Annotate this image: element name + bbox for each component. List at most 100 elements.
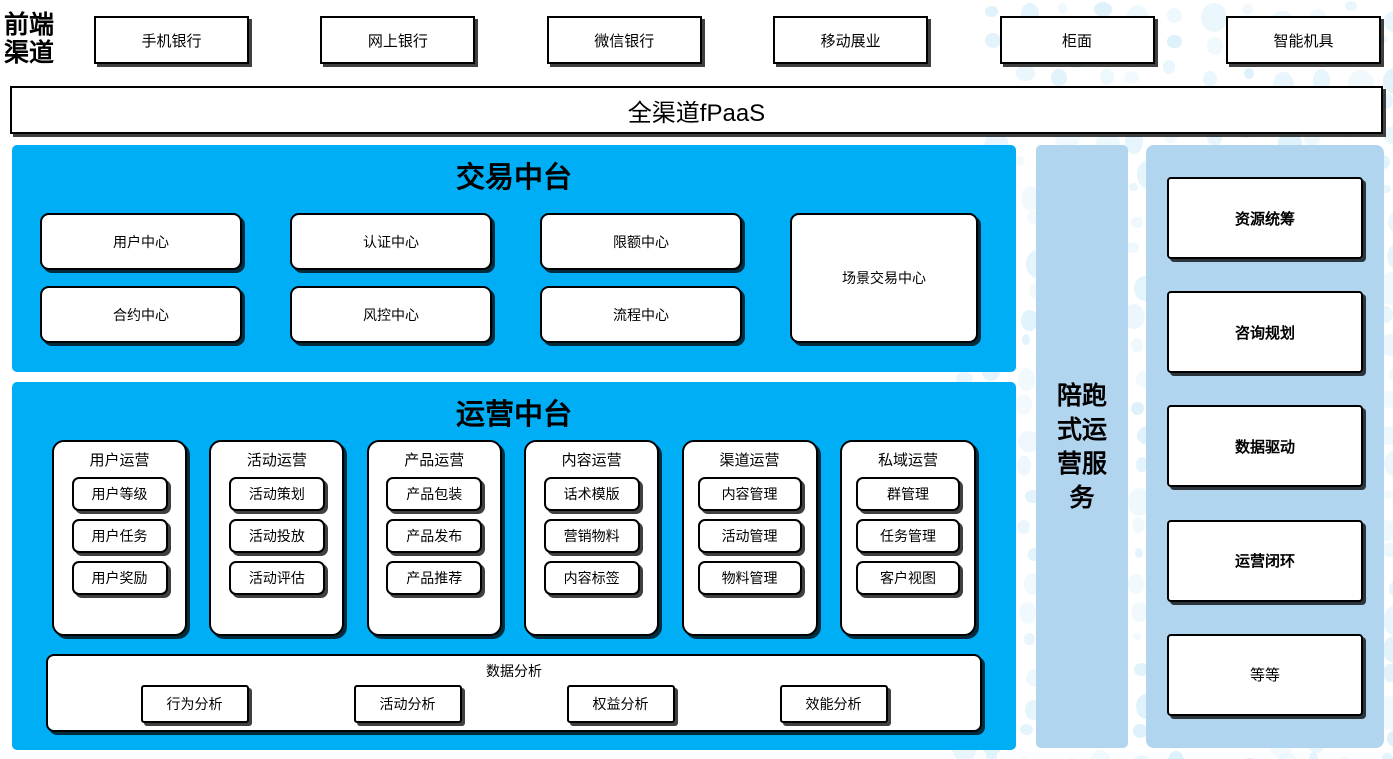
ops-item-label: 活动评估 xyxy=(248,570,305,586)
ops-item[interactable]: 任务管理 xyxy=(855,519,960,553)
value-box-label: 数据驱动 xyxy=(1234,438,1295,456)
fpaas-bar[interactable]: 全渠道fPaaS xyxy=(10,86,1383,134)
channel-box-3[interactable]: 微信银行 xyxy=(546,16,702,64)
data-analysis-item[interactable]: 活动分析 xyxy=(353,685,462,723)
service-column-line: 式运 xyxy=(1056,415,1107,444)
ops-item-list: 用户等级用户任务用户奖励 xyxy=(71,477,168,595)
data-analysis-item-label: 行为分析 xyxy=(166,696,223,712)
value-box-2[interactable]: 咨询规划 xyxy=(1167,291,1363,374)
ops-item[interactable]: 内容管理 xyxy=(697,477,802,511)
data-analysis-item[interactable]: 行为分析 xyxy=(140,685,249,723)
trade-column-3: 限额中心流程中心 xyxy=(540,213,742,353)
value-box-label: 咨询规划 xyxy=(1234,324,1295,342)
ops-item[interactable]: 客户视图 xyxy=(855,561,960,595)
data-analysis-item-label: 权益分析 xyxy=(592,696,649,712)
trade-center-columns: 用户中心合约中心认证中心风控中心限额中心流程中心 xyxy=(40,213,742,353)
ops-group-1: 用户运营用户等级用户任务用户奖励 xyxy=(52,440,187,636)
trade-column-2: 认证中心风控中心 xyxy=(290,213,492,353)
value-box-label: 运营闭环 xyxy=(1234,553,1295,571)
trade-center-box[interactable]: 风控中心 xyxy=(290,286,492,343)
value-box-4[interactable]: 运营闭环 xyxy=(1167,519,1363,602)
ops-item-label: 内容管理 xyxy=(721,486,778,502)
ops-item-list: 群管理任务管理客户视图 xyxy=(855,477,960,595)
data-analysis-item-label: 效能分析 xyxy=(805,696,862,712)
channel-box-6[interactable]: 智能机具 xyxy=(1225,16,1381,64)
ops-group-title: 内容运营 xyxy=(561,452,622,469)
ops-item[interactable]: 活动投放 xyxy=(228,519,325,553)
ops-item[interactable]: 产品发布 xyxy=(386,519,483,553)
channel-box-5[interactable]: 柜面 xyxy=(999,16,1155,64)
trade-column-1: 用户中心合约中心 xyxy=(40,213,242,353)
ops-group-title: 用户运营 xyxy=(89,452,150,469)
ops-item-list: 活动策划活动投放活动评估 xyxy=(228,477,325,595)
front-channel-row: 前端 渠道 手机银行 网上银行 微信银行 移动展业 柜面 智能机具 xyxy=(0,8,1393,72)
trade-center-box[interactable]: 流程中心 xyxy=(540,286,742,343)
ops-item-label: 内容标签 xyxy=(563,570,620,586)
data-analysis-strip: 数据分析 行为分析活动分析权益分析效能分析 xyxy=(46,654,982,732)
value-box-1[interactable]: 资源统筹 xyxy=(1167,177,1363,260)
ops-item-label: 产品发布 xyxy=(406,528,463,544)
ops-item[interactable]: 用户奖励 xyxy=(71,561,168,595)
service-column-label: 陪跑式运营服务 xyxy=(1051,379,1113,515)
value-box-3[interactable]: 数据驱动 xyxy=(1167,405,1363,488)
ops-item-label: 营销物料 xyxy=(563,528,620,544)
front-channel-label-line1: 前端 xyxy=(4,12,55,39)
value-box-5[interactable]: 等等 xyxy=(1167,633,1363,716)
front-channel-label: 前端 渠道 xyxy=(0,12,88,68)
trade-center-box[interactable]: 认证中心 xyxy=(290,213,492,270)
channel-box-1[interactable]: 手机银行 xyxy=(94,16,249,64)
ops-item-label: 用户任务 xyxy=(91,528,148,544)
ops-item[interactable]: 话术模版 xyxy=(543,477,640,511)
service-column-line: 营服 xyxy=(1056,449,1107,478)
trade-center-box[interactable]: 限额中心 xyxy=(540,213,742,270)
ops-item[interactable]: 活动策划 xyxy=(228,477,325,511)
data-analysis-items: 行为分析 活动分析 权益分析 效能分析 xyxy=(48,681,980,723)
channel-box-label: 移动展业 xyxy=(820,32,881,50)
channel-box-2[interactable]: 网上银行 xyxy=(320,16,476,64)
front-channel-label-line2: 渠道 xyxy=(4,40,55,67)
ops-item[interactable]: 用户任务 xyxy=(71,519,168,553)
ops-platform-title: 运营中台 xyxy=(455,399,572,431)
channel-box-label: 手机银行 xyxy=(141,32,202,50)
trade-center-label: 认证中心 xyxy=(363,233,419,250)
ops-item-label: 活动投放 xyxy=(248,528,305,544)
value-column: 资源统筹咨询规划数据驱动运营闭环等等 xyxy=(1146,145,1384,748)
ops-item[interactable]: 产品包装 xyxy=(386,477,483,511)
trade-platform-title: 交易中台 xyxy=(455,162,572,194)
ops-item[interactable]: 营销物料 xyxy=(543,519,640,553)
ops-item-label: 用户奖励 xyxy=(91,570,148,586)
ops-group-2: 活动运营活动策划活动投放活动评估 xyxy=(209,440,345,636)
ops-group-title: 活动运营 xyxy=(246,452,307,469)
ops-item[interactable]: 产品推荐 xyxy=(386,561,483,595)
service-column[interactable]: 陪跑式运营服务 xyxy=(1036,145,1128,748)
trade-center-label: 合约中心 xyxy=(113,306,169,323)
data-analysis-item-label: 活动分析 xyxy=(379,696,436,712)
ops-item-label: 产品推荐 xyxy=(406,570,463,586)
trade-platform-panel: 交易中台 用户中心合约中心认证中心风控中心限额中心流程中心 场景交易中心 xyxy=(12,145,1016,372)
ops-item-list: 产品包装产品发布产品推荐 xyxy=(386,477,483,595)
ops-item-list: 话术模版营销物料内容标签 xyxy=(543,477,640,595)
scene-trade-center-box[interactable]: 场景交易中心 xyxy=(790,213,978,343)
data-analysis-item[interactable]: 效能分析 xyxy=(779,685,888,723)
ops-item[interactable]: 内容标签 xyxy=(543,561,640,595)
ops-item[interactable]: 活动评估 xyxy=(228,561,325,595)
trade-center-box[interactable]: 用户中心 xyxy=(40,213,242,270)
ops-item[interactable]: 群管理 xyxy=(855,477,960,511)
front-channel-items: 手机银行 网上银行 微信银行 移动展业 柜面 智能机具 xyxy=(88,16,1393,64)
value-box-label: 资源统筹 xyxy=(1234,210,1295,228)
ops-item-label: 用户等级 xyxy=(91,486,148,502)
ops-group-title: 产品运营 xyxy=(404,452,465,469)
data-analysis-item[interactable]: 权益分析 xyxy=(566,685,675,723)
ops-item-label: 活动策划 xyxy=(248,486,305,502)
ops-group-5: 渠道运营内容管理活动管理物料管理 xyxy=(681,440,818,636)
ops-group-4: 内容运营话术模版营销物料内容标签 xyxy=(524,440,660,636)
channel-box-label: 网上银行 xyxy=(367,32,428,50)
channel-box-4[interactable]: 移动展业 xyxy=(773,16,929,64)
trade-platform-grid: 用户中心合约中心认证中心风控中心限额中心流程中心 场景交易中心 xyxy=(40,213,988,353)
trade-center-label: 流程中心 xyxy=(613,306,669,323)
ops-item-label: 物料管理 xyxy=(721,570,778,586)
ops-item[interactable]: 用户等级 xyxy=(71,477,168,511)
trade-center-box[interactable]: 合约中心 xyxy=(40,286,242,343)
ops-item[interactable]: 物料管理 xyxy=(697,561,802,595)
ops-item[interactable]: 活动管理 xyxy=(697,519,802,553)
